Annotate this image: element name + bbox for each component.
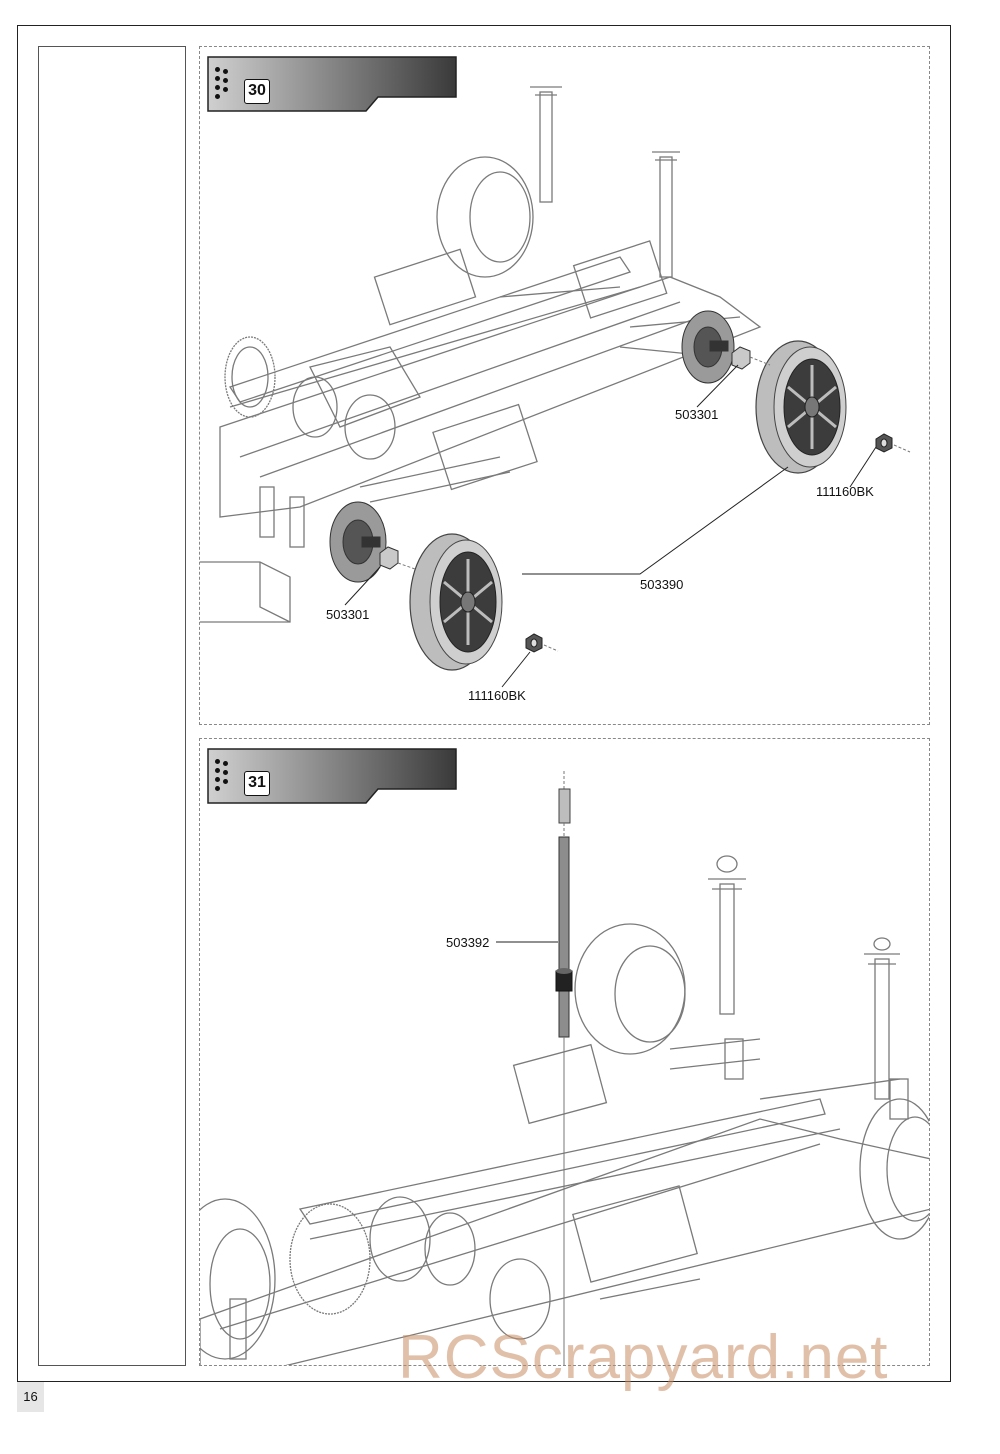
wheel-right [755, 340, 847, 474]
watermark: RCScrapyard.net [398, 1323, 889, 1392]
page-number: 16 [17, 1382, 44, 1412]
nut-left [525, 633, 543, 653]
nut-right [875, 433, 893, 453]
notes-column [38, 46, 186, 1366]
brake-disc-right [681, 310, 735, 384]
parts-bag-icon [215, 759, 235, 799]
step-31-banner: 31 [206, 747, 458, 805]
brake-disc-left [329, 501, 387, 583]
step-30-panel: 30 503301 111160BK 503390 503301 111160B… [199, 46, 930, 725]
post-cap [558, 788, 571, 824]
chassis-post-illustration [200, 771, 929, 1365]
parts-bag-icon [215, 67, 235, 107]
post-mount [555, 968, 573, 992]
callout-hub-left: 503301 [326, 607, 370, 622]
hex-hub-right [731, 346, 751, 370]
callout-wheel: 503390 [640, 577, 684, 592]
callout-nut-left: 111160BK [468, 688, 526, 703]
step-30-banner: 30 [206, 55, 458, 113]
chassis-wheel-assembly-illustration [200, 86, 911, 688]
post-rod [558, 836, 570, 1038]
callout-hub-right: 503301 [675, 407, 719, 422]
step-31-panel: 31 503392 [199, 738, 930, 1366]
page-frame [17, 25, 951, 1382]
wheel-left [409, 533, 503, 671]
step-number: 31 [244, 771, 270, 796]
callout-post: 503392 [446, 935, 490, 950]
step-number: 30 [244, 79, 270, 104]
callout-nut-right: 111160BK [816, 484, 874, 499]
